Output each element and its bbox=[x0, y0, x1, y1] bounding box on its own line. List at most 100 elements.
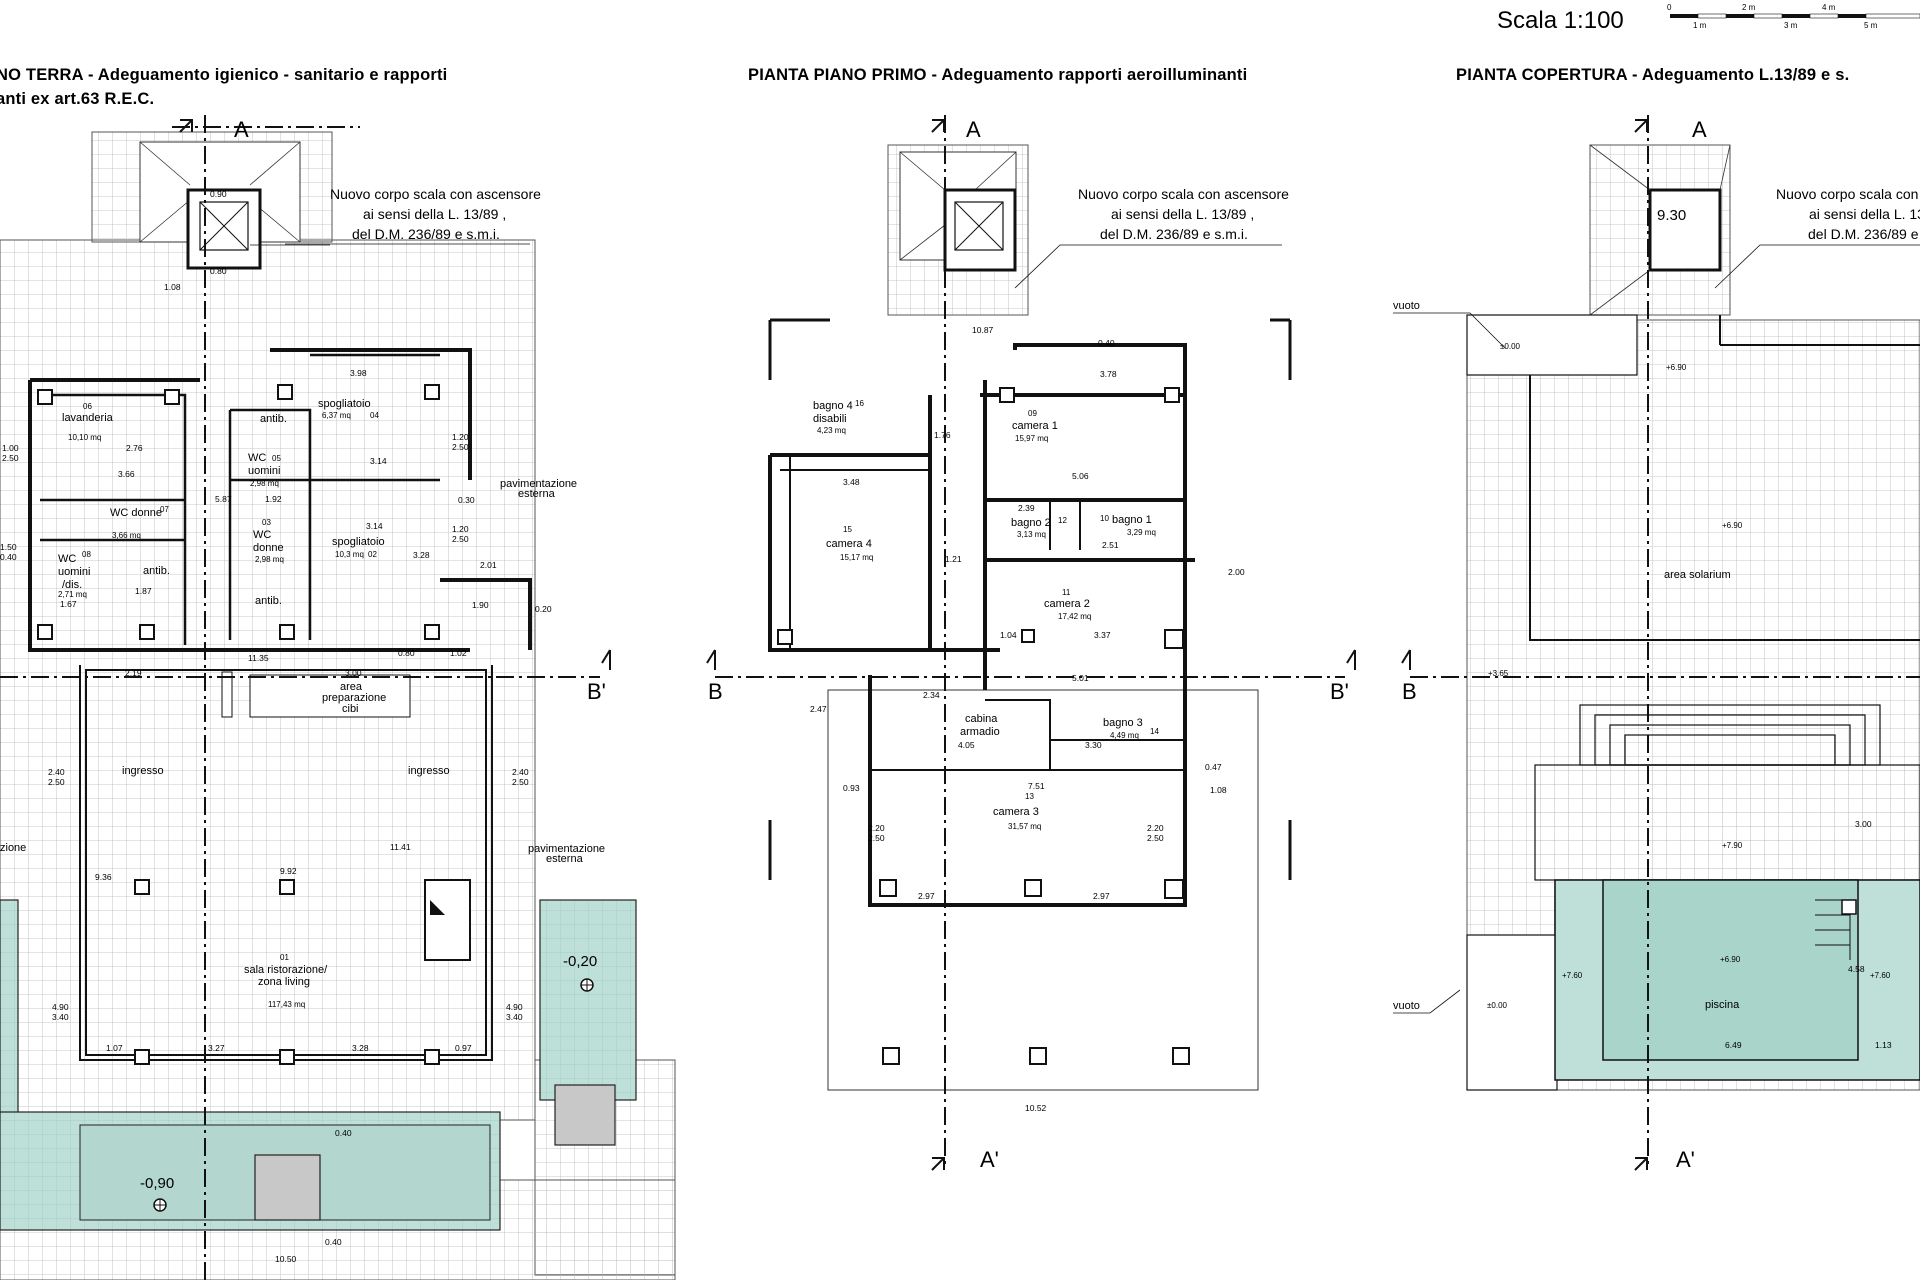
dim: 2.40 bbox=[48, 767, 65, 777]
ground-floor-plan: NO TERRA - Adeguamento igienico - sanita… bbox=[0, 66, 676, 1280]
dim: 2.97 bbox=[1093, 891, 1110, 901]
room-area-wc-uomini: 2,98 mq bbox=[250, 479, 279, 488]
room-area-bagno4: 4,23 mq bbox=[817, 426, 846, 435]
room-tag-wc-donne-1: 07 bbox=[160, 505, 169, 514]
dim: 1.13 bbox=[1875, 1040, 1892, 1050]
room-name-bagno3: bagno 3 bbox=[1103, 717, 1143, 729]
section-a-roof: A bbox=[1692, 117, 1707, 142]
section-lines bbox=[0, 115, 1920, 1280]
roof-lift-shaft bbox=[1648, 188, 1722, 272]
room-tag-camera1: 09 bbox=[1028, 409, 1037, 418]
room-area-lavanderia: 10,10 mq bbox=[68, 433, 101, 442]
dim: 0.20 bbox=[535, 604, 552, 614]
room-name-bagno4-2: disabili bbox=[813, 413, 847, 425]
dim: 2.97 bbox=[918, 891, 935, 901]
scale-tick-5: 5 m bbox=[1864, 21, 1878, 30]
roof-level-tag: +6.90 bbox=[1666, 363, 1687, 372]
dim: 1.76 bbox=[934, 430, 951, 440]
dim: 3.00 bbox=[345, 668, 362, 678]
roof-level-tag: +6.90 bbox=[1722, 521, 1743, 530]
dim: 1.07 bbox=[106, 1043, 123, 1053]
ground-level-side: -0,20 bbox=[563, 953, 597, 970]
label-area-prep-2: preparazione bbox=[322, 692, 386, 704]
room-name-wc-uomini-dis-2: uomini bbox=[58, 566, 90, 578]
room-area-sala: 117,43 mq bbox=[268, 1000, 305, 1009]
room-tag-lavanderia: 06 bbox=[83, 402, 92, 411]
room-area-spogliatoio-2: 10,3 mq bbox=[335, 550, 364, 559]
dim: 1.04 bbox=[1000, 630, 1017, 640]
roof-level-tag: ±0.00 bbox=[1487, 1001, 1508, 1010]
label-pav-1b: esterna bbox=[518, 488, 556, 500]
room-tag-bagno3: 14 bbox=[1150, 727, 1159, 736]
scale-tick-2: 2 m bbox=[1742, 3, 1756, 12]
dim: 2.39 bbox=[1018, 503, 1035, 513]
dim: 0.40 bbox=[325, 1237, 342, 1247]
section-a-ground: A bbox=[234, 117, 249, 142]
roof-level-tag: +6.90 bbox=[1720, 955, 1741, 964]
dim: 3.78 bbox=[1100, 369, 1117, 379]
dim: 5.06 bbox=[1072, 471, 1089, 481]
dim: 11.35 bbox=[248, 653, 269, 663]
dim: 1.02 bbox=[450, 648, 467, 658]
room-name-bagno2: bagno 2 bbox=[1011, 517, 1051, 529]
room-area-bagno2: 3,13 mq bbox=[1017, 530, 1046, 539]
room-area-bagno1: 3,29 mq bbox=[1127, 528, 1156, 537]
dim: 0.40 bbox=[335, 1128, 352, 1138]
side-pool bbox=[539, 899, 637, 1101]
dim: 3.37 bbox=[1094, 630, 1111, 640]
room-name-camera2: camera 2 bbox=[1044, 598, 1090, 610]
room-name-sala-1: sala ristorazione/ bbox=[244, 964, 328, 976]
dim: 7.51 bbox=[1028, 781, 1045, 791]
first-stair-note-1: Nuovo corpo scala con ascensore bbox=[1078, 186, 1289, 202]
roof-level-tag: +7.90 bbox=[1722, 841, 1743, 850]
dim: 4.05 bbox=[958, 740, 975, 750]
dim: 2.50 bbox=[512, 777, 529, 787]
room-tag-camera2: 11 bbox=[1062, 588, 1071, 597]
room-area-camera2: 17,42 mq bbox=[1058, 612, 1091, 621]
dim: 4.90 bbox=[506, 1002, 523, 1012]
dim: 1.50 bbox=[0, 542, 17, 552]
room-name-wc-donne-2-2: donne bbox=[253, 542, 284, 554]
dim: 2.00 bbox=[1228, 567, 1245, 577]
room-tag-spogliatoio-2: 02 bbox=[368, 550, 377, 559]
label-pav-2b: esterna bbox=[546, 853, 584, 865]
scale-bar: 0 1 m 2 m 3 m 4 m 5 m bbox=[1667, 3, 1920, 30]
dim: 2.50 bbox=[2, 453, 19, 463]
room-tag-wc-uomini-dis: 08 bbox=[82, 550, 91, 559]
room-name-wc-uomini-1: WC bbox=[248, 452, 266, 464]
roof-level-tag: +7.60 bbox=[1870, 971, 1891, 980]
dim: 3.28 bbox=[413, 550, 430, 560]
roof-label-vuoto-2: vuoto bbox=[1393, 1000, 1420, 1012]
dim: 2.47 bbox=[810, 704, 827, 714]
first-title: PIANTA PIANO PRIMO - Adeguamento rapport… bbox=[748, 66, 1247, 84]
dim: 0.90 bbox=[210, 189, 227, 199]
dim: 9.36 bbox=[95, 872, 112, 882]
dim: 2.40 bbox=[512, 767, 529, 777]
scale-tick-4: 4 m bbox=[1822, 3, 1836, 12]
room-name-lavanderia: lavanderia bbox=[62, 412, 114, 424]
dim: 10.87 bbox=[972, 325, 994, 335]
dim: 2.19 bbox=[125, 668, 142, 678]
dim: 0.97 bbox=[455, 1043, 472, 1053]
room-area-wc-donne-2: 2,98 mq bbox=[255, 555, 284, 564]
roof-stair-note-2: ai sensi della L. 13 bbox=[1809, 206, 1920, 222]
dim: 1.67 bbox=[60, 599, 77, 609]
label-antib-3: antib. bbox=[255, 595, 282, 607]
roof-label-vuoto-1: vuoto bbox=[1393, 300, 1420, 312]
room-name-camera1: camera 1 bbox=[1012, 420, 1058, 432]
dim: 5.87 bbox=[215, 494, 232, 504]
dim: 4.90 bbox=[52, 1002, 69, 1012]
dim: 0.80 bbox=[210, 266, 227, 276]
room-name-bagno4-1: bagno 4 bbox=[813, 400, 853, 412]
dim: 0.40 bbox=[1098, 338, 1115, 348]
dim: 1.08 bbox=[1210, 785, 1227, 795]
dim: 6.49 bbox=[1725, 1040, 1742, 1050]
room-tag-camera4: 15 bbox=[843, 525, 852, 534]
label-antib-2: antib. bbox=[143, 565, 170, 577]
room-name-wc-uomini-dis-3: /dis. bbox=[62, 579, 82, 591]
dim: 1.20 bbox=[452, 524, 469, 534]
room-name-spogliatoio-1: spogliatoio bbox=[318, 398, 371, 410]
room-area-bagno3: 4,49 mq bbox=[1110, 731, 1139, 740]
ground-stair-note-2: ai sensi della L. 13/89 , bbox=[363, 206, 506, 222]
